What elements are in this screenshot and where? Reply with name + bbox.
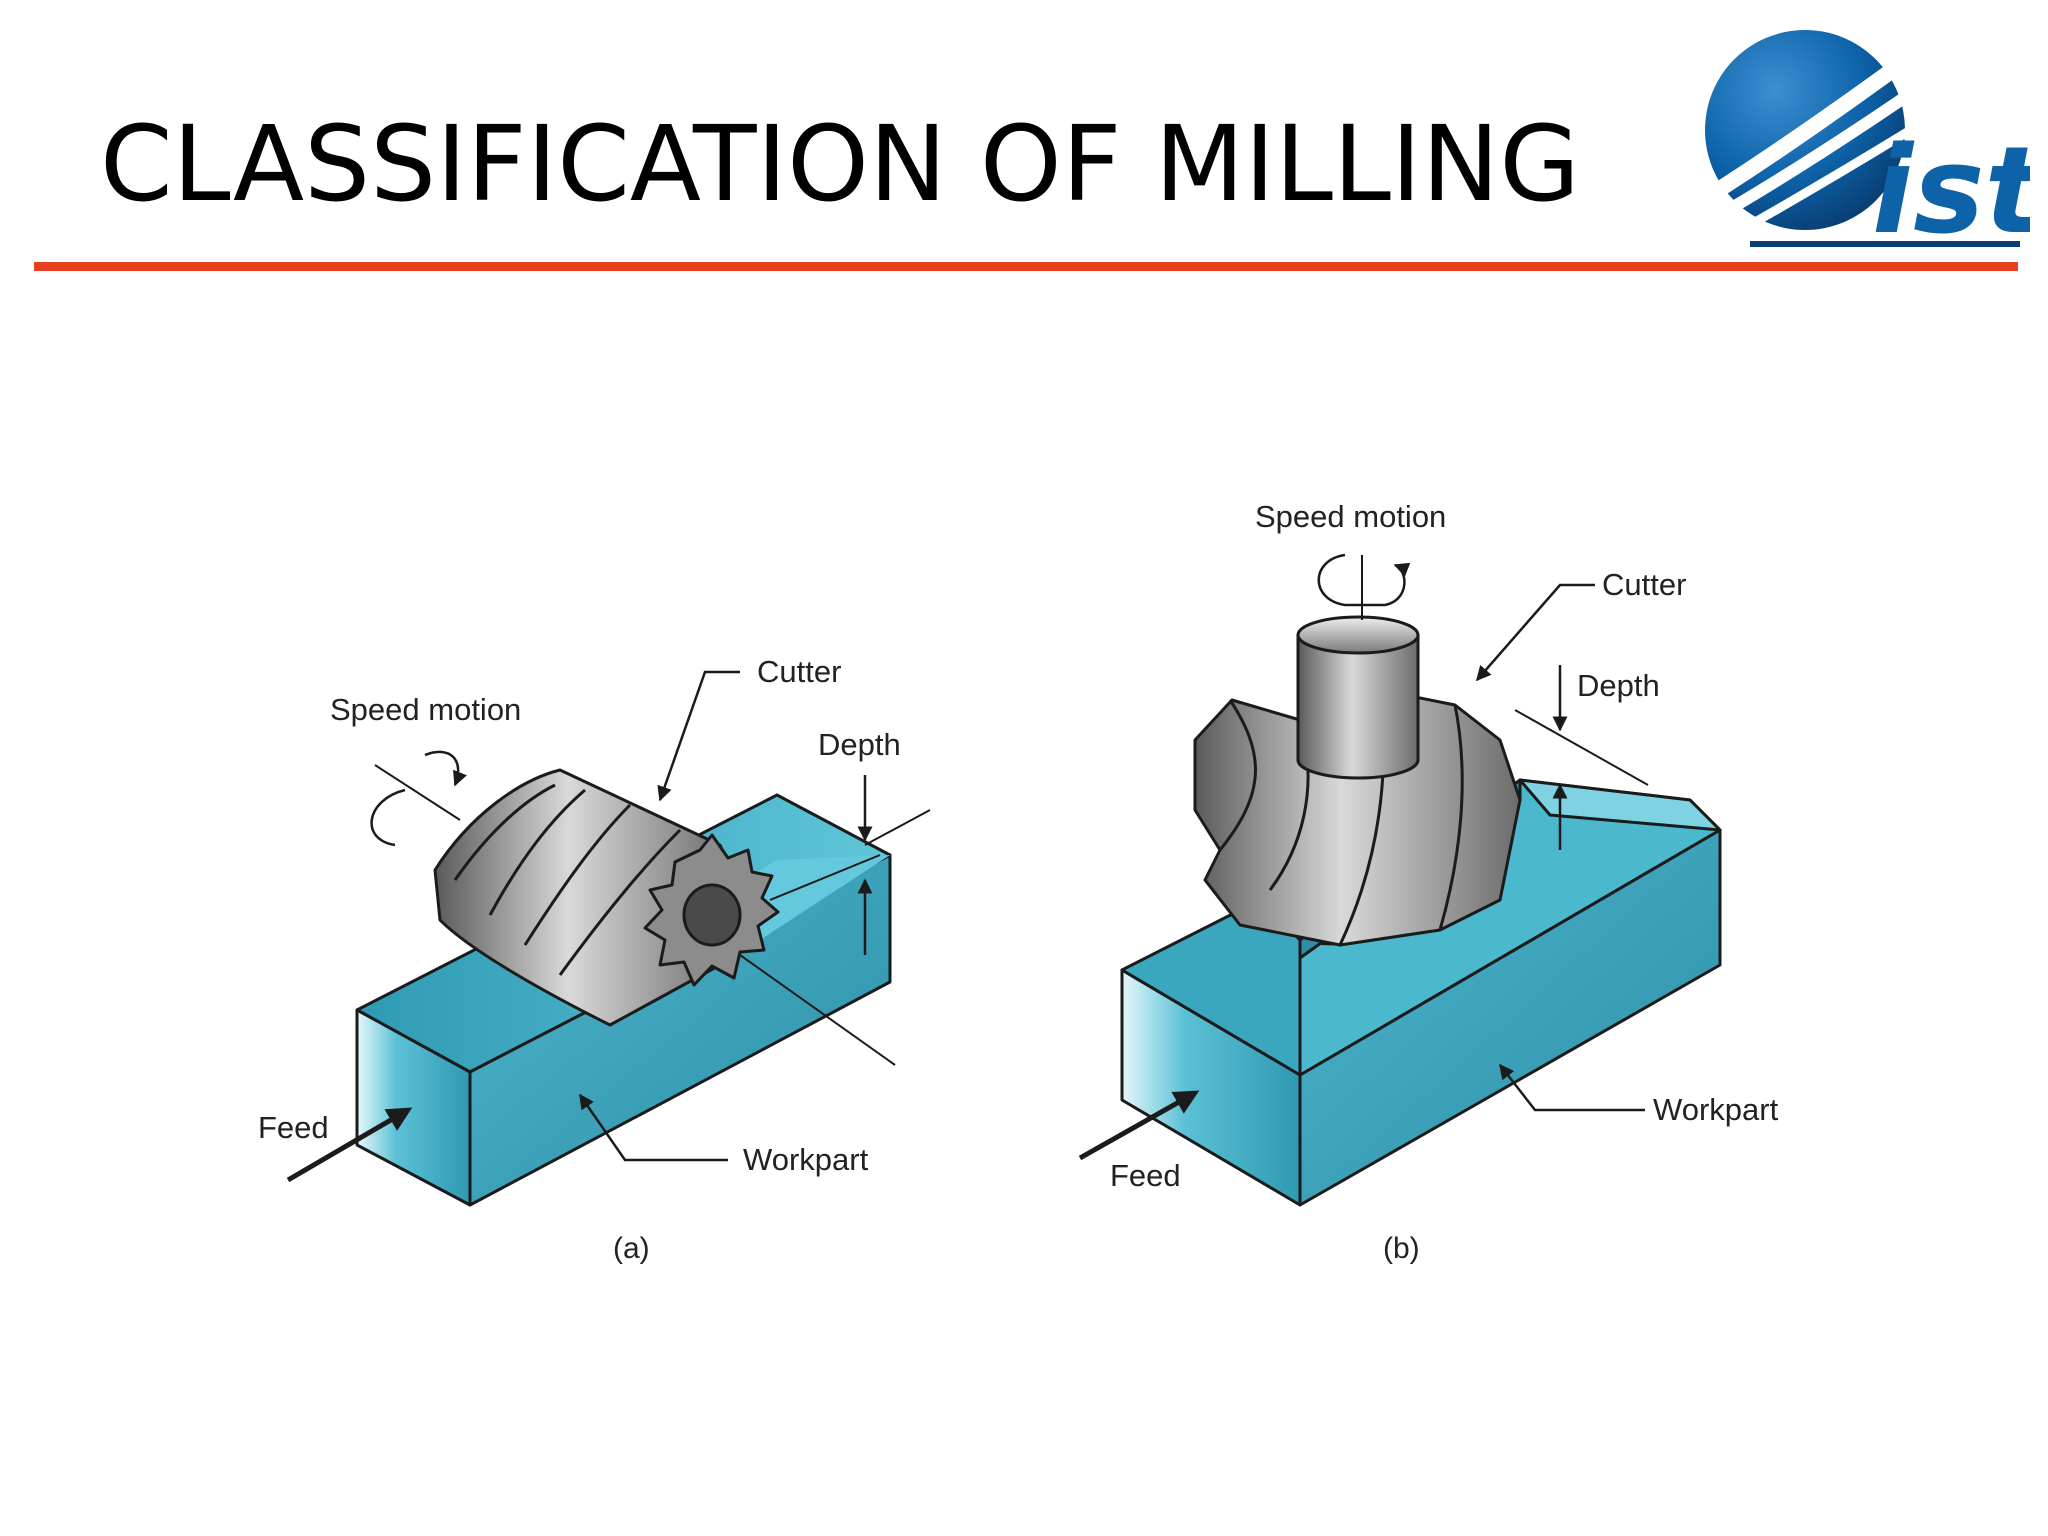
- panel-b-label-cutter: Cutter: [1602, 567, 1686, 602]
- panel-b-feed-arrow: [1078, 1090, 1200, 1161]
- panel-a-feed-arrow: [286, 1107, 413, 1183]
- panel-b-guides: [1361, 555, 1649, 786]
- title-underline: [34, 262, 2018, 271]
- panel-b-label-speed-motion: Speed motion: [1255, 499, 1446, 534]
- panel-a-workpart-pointer: [578, 1093, 728, 1162]
- ist-logo: ist: [1665, 30, 2030, 250]
- panel-b-workpart-pointer: [1499, 1063, 1645, 1112]
- panel-a-label-feed: Feed: [258, 1110, 329, 1145]
- panel-b-caption: (b): [1383, 1232, 1420, 1265]
- slide-title: CLASSIFICATION OF MILLING: [100, 103, 1580, 225]
- panel-b-label-feed: Feed: [1110, 1158, 1181, 1193]
- panel-b-cutter-pointer: [1476, 583, 1595, 682]
- logo-text: ist: [1872, 122, 2030, 250]
- panel-a-label-cutter: Cutter: [757, 654, 841, 689]
- panel-a-label-workpart: Workpart: [743, 1142, 869, 1177]
- panel-a-caption: (a): [613, 1232, 650, 1265]
- panel-a-cutter: [433, 768, 780, 1027]
- panel-a-speed-arrow: [370, 750, 459, 847]
- panel-b: Speed motion Cutter Depth Feed Workpart …: [1078, 499, 1779, 1265]
- panel-b-cutter: [1193, 615, 1522, 947]
- panel-b-label-depth: Depth: [1577, 668, 1660, 703]
- panel-a-label-speed-motion: Speed motion: [330, 692, 521, 727]
- panel-b-label-workpart: Workpart: [1653, 1092, 1779, 1127]
- panel-a-label-depth: Depth: [818, 727, 901, 762]
- panel-b-speed-arrow: [1317, 553, 1411, 607]
- panel-a-guides: [374, 764, 931, 1066]
- panel-a-cutter-pointer: [657, 670, 740, 802]
- panel-a: Speed motion Cutter Depth Feed Workpart …: [258, 654, 931, 1265]
